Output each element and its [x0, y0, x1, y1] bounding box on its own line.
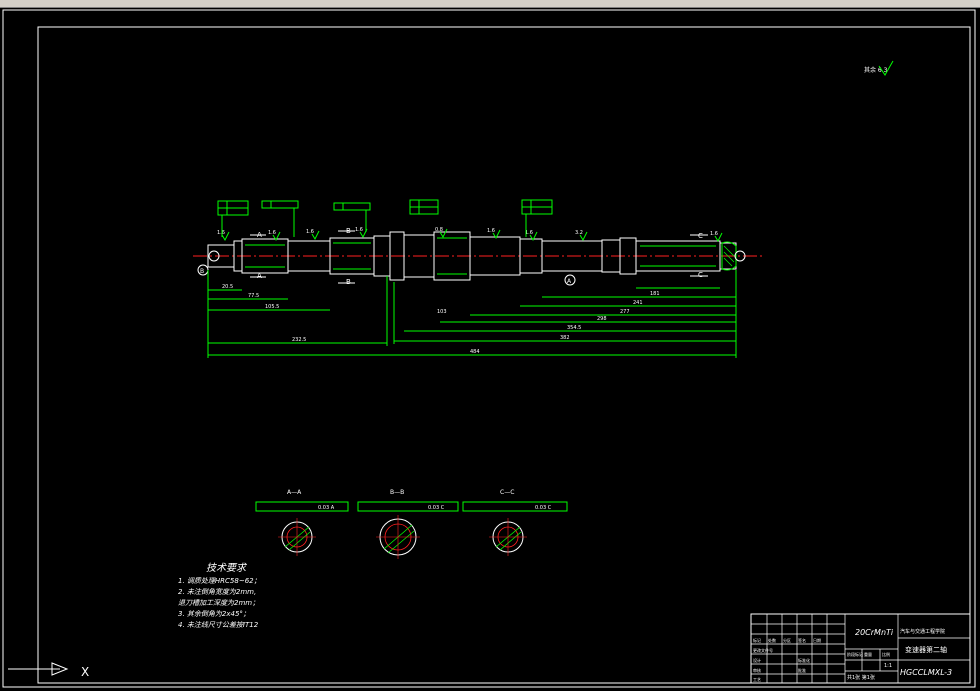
- svg-text:其余 6.3: 其余 6.3: [864, 66, 888, 74]
- svg-text:1.6: 1.6: [710, 231, 718, 237]
- section-views: A—A B—B C—C 0.03 A 0.03 C 0.03 C: [255, 489, 568, 559]
- svg-text:1.6: 1.6: [306, 229, 314, 235]
- drawing-number-text: HGCCLMXL-3: [900, 668, 952, 677]
- svg-text:重量: 重量: [864, 651, 872, 657]
- svg-text:处数: 处数: [768, 637, 776, 643]
- svg-text:阶段标记: 阶段标记: [847, 651, 863, 657]
- svg-text:标准化: 标准化: [798, 657, 810, 663]
- dimension-texts: 484 232.5 382 354.5 298 277 241 181 105.…: [222, 284, 660, 355]
- svg-text:0.03 A: 0.03 A: [318, 505, 335, 511]
- svg-text:77.5: 77.5: [248, 293, 259, 299]
- svg-text:181: 181: [650, 291, 660, 297]
- section-label-bb: B—B: [390, 489, 404, 496]
- material-text: 20CrMnTi: [855, 628, 894, 637]
- svg-text:更改文件号: 更改文件号: [753, 647, 773, 653]
- svg-text:103: 103: [437, 309, 447, 315]
- svg-text:B: B: [200, 268, 204, 275]
- svg-text:1.6: 1.6: [217, 230, 225, 236]
- section-label-aa: A—A: [287, 489, 302, 496]
- svg-text:1.6: 1.6: [487, 228, 495, 234]
- svg-text:354.5: 354.5: [567, 325, 581, 331]
- svg-text:分区: 分区: [783, 637, 791, 643]
- svg-text:0.8: 0.8: [435, 227, 443, 233]
- svg-text:标记: 标记: [753, 637, 761, 643]
- ucs-x-label: X: [81, 665, 89, 679]
- svg-text:设计: 设计: [753, 657, 761, 663]
- svg-text:签名: 签名: [798, 637, 806, 643]
- shaft-main-view: A A B B C C B A: [193, 227, 762, 286]
- svg-text:A: A: [567, 278, 572, 285]
- tech-title: 技术要求: [206, 562, 248, 574]
- roughness-other-mark: 其余 6.3: [864, 60, 894, 76]
- sheet-inner-border: [37, 26, 971, 684]
- section-label-cc: C—C: [500, 489, 514, 496]
- svg-text:1.6: 1.6: [525, 230, 533, 236]
- svg-text:退刀槽加工深度为2mm；: 退刀槽加工深度为2mm；: [178, 599, 259, 607]
- svg-text:审核: 审核: [753, 667, 761, 673]
- dimension-lines: [207, 270, 737, 358]
- ucs-icon: X: [8, 662, 89, 679]
- svg-text:3. 其余倒角为2x45°；: 3. 其余倒角为2x45°；: [178, 610, 250, 618]
- sheet-info-text: 共1张 第1张: [847, 674, 875, 681]
- window-toolbar-strip: [0, 0, 980, 8]
- sheet-outer-border: [2, 9, 976, 688]
- svg-text:批准: 批准: [798, 667, 806, 673]
- svg-text:298: 298: [597, 316, 607, 322]
- svg-text:日期: 日期: [813, 637, 821, 643]
- svg-text:0.03 C: 0.03 C: [535, 505, 552, 511]
- cut-label-a-bottom: A: [257, 272, 262, 280]
- svg-text:232.5: 232.5: [292, 337, 306, 343]
- cut-label-b-bottom: B: [346, 278, 351, 286]
- roughness-symbols: [221, 228, 723, 243]
- svg-text:比例: 比例: [882, 651, 890, 657]
- cut-label-c-bottom: C: [698, 271, 703, 279]
- svg-text:1.6: 1.6: [268, 230, 276, 236]
- svg-text:工艺: 工艺: [753, 677, 761, 682]
- svg-text:277: 277: [620, 309, 630, 315]
- svg-text:382: 382: [560, 335, 570, 341]
- svg-text:4. 未注线尺寸公差按IT12: 4. 未注线尺寸公差按IT12: [178, 621, 259, 629]
- svg-text:1. 调质处理HRC58~62；: 1. 调质处理HRC58~62；: [178, 577, 261, 585]
- svg-text:3.2: 3.2: [575, 230, 583, 236]
- part-name-text: 变速器第二轴: [905, 645, 947, 654]
- svg-text:0.03 C: 0.03 C: [428, 505, 445, 511]
- technical-requirements: 技术要求 1. 调质处理HRC58~62； 2. 未注倒角宽度为2mm, 退刀槽…: [178, 562, 261, 629]
- svg-text:241: 241: [633, 300, 643, 306]
- school-text: 汽车与交通工程学院: [900, 628, 945, 635]
- tolerance-frames: [217, 199, 553, 237]
- svg-text:105.5: 105.5: [265, 304, 279, 310]
- cad-drawing-canvas[interactable]: 其余 6.3: [0, 8, 980, 691]
- cut-label-c-top: C: [698, 232, 703, 240]
- title-block: 标记 处数 分区 更改文件号 签名 日期 设计 审核 工艺 标准化 批准 阶段标…: [750, 613, 971, 684]
- svg-text:20.5: 20.5: [222, 284, 233, 290]
- scale-text: 1:1: [884, 663, 892, 669]
- svg-text:484: 484: [470, 349, 480, 355]
- svg-text:1.6: 1.6: [355, 227, 363, 233]
- svg-text:2. 未注倒角宽度为2mm,: 2. 未注倒角宽度为2mm,: [178, 588, 256, 596]
